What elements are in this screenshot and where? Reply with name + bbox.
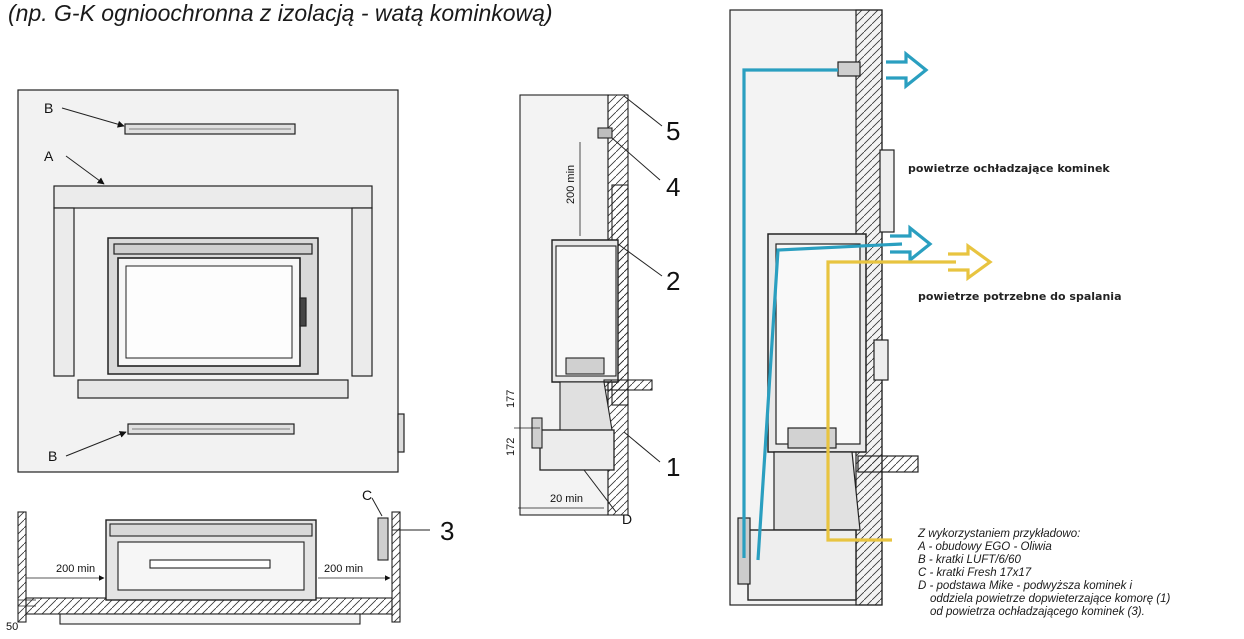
label-3: 3 [440,516,454,546]
label-b-bottom: B [48,448,57,464]
casing-a [53,185,373,209]
dim-plan-right: 200 min [324,563,363,575]
label-2: 2 [666,266,680,296]
label-d: D [622,511,632,527]
legend-item-a: A - obudowy EGO - Oliwia [918,541,1052,553]
dim-172: 172 [505,438,517,456]
legend-item-d3: od powietrza ochładzającego kominek (3). [930,606,1145,618]
cooling-air-path [742,50,933,561]
front-view [17,89,405,473]
dim-plan-left: 200 min [56,563,95,575]
subtitle: (np. G-K ognioochronna z izolacją - watą… [8,0,553,26]
label-a: A [44,148,54,164]
grille-c [377,517,389,561]
legend-item-b: B - kratki LUFT/6/60 [918,554,1021,566]
dim-plan-offset: 50 [6,621,18,633]
dim-20-min: 20 min [550,493,583,505]
cooling-air-line-2 [756,242,903,561]
side-view [514,94,663,516]
label-c: C [362,487,372,503]
cooling-air-line [742,68,838,558]
legend-item-d1: D - podstawa Mike - podwyższa kominek i [918,580,1133,592]
legend-item-c: C - kratki Fresh 17x17 [918,567,1032,579]
legend-item-d2: oddziela powietrze dopwieterzające komor… [930,593,1171,605]
label-5: 5 [666,116,680,146]
cooling-air-label: powietrze ochładzające kominek [908,162,1110,175]
combustion-air-path [826,242,993,542]
legend-intro: Z wykorzystaniem przykładowo: [918,528,1081,540]
airflow-view [729,9,919,606]
combustion-arrow [948,242,993,282]
combustion-air-label: powietrze potrzebne do spalania [918,290,1122,303]
label-1: 1 [666,452,680,482]
legend: Z wykorzystaniem przykładowo: A - obudow… [918,528,1170,619]
plan-view [17,497,430,625]
label-4: 4 [666,172,680,202]
cooling-arrow-top [886,50,929,90]
dim-200-side: 200 min [565,165,577,204]
cooling-arrow-mid [890,224,933,264]
dim-177: 177 [505,390,517,408]
label-b-top: B [44,100,53,116]
combustion-air-line [826,260,956,542]
